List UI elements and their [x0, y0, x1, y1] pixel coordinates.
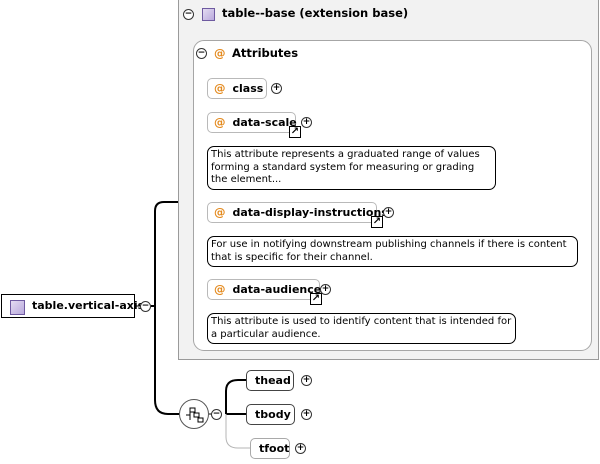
- sequence-compositor[interactable]: [179, 399, 209, 429]
- root-element-table-vertical-axis[interactable]: table.vertical-axis: [1, 294, 144, 318]
- attributes-collapse-button[interactable]: −: [196, 48, 207, 59]
- attribute-class[interactable]: @ class: [207, 78, 267, 99]
- attribute-icon: @: [214, 205, 226, 219]
- attribute-data-display-instructions[interactable]: @ data-display-instructions: [207, 202, 388, 223]
- child-element-tbody[interactable]: tbody: [246, 404, 295, 425]
- complex-type-icon: [10, 300, 25, 315]
- class-expand-button[interactable]: +: [271, 83, 282, 94]
- data-scale-expand-button[interactable]: +: [301, 117, 312, 128]
- attributes-group-title: Attributes: [232, 46, 299, 60]
- reference-link-icon[interactable]: ↗: [371, 216, 383, 228]
- attribute-group-icon: @: [214, 46, 226, 60]
- data-display-instructions-annotation: For use in notifying downstream publishi…: [207, 236, 578, 267]
- child-element-thead[interactable]: thead: [246, 370, 294, 391]
- tbody-expand-button[interactable]: +: [301, 409, 312, 420]
- thead-connector-line: [225, 379, 246, 414]
- reference-link-icon[interactable]: ↗: [289, 126, 301, 138]
- root-element-name: table.vertical-axis: [32, 299, 145, 312]
- data-display-instructions-expand-button[interactable]: +: [383, 207, 394, 218]
- attribute-icon: @: [214, 115, 226, 129]
- tfoot-expand-button[interactable]: +: [295, 443, 306, 454]
- attribute-data-scale[interactable]: @ data-scale: [207, 112, 297, 133]
- reference-link-icon[interactable]: ↗: [310, 293, 322, 305]
- attribute-name: data-scale: [232, 116, 297, 129]
- root-collapse-button[interactable]: −: [140, 301, 151, 312]
- extension-base-title: table--base (extension base): [222, 6, 409, 20]
- branch-connector-line: [154, 201, 179, 415]
- thead-expand-button[interactable]: +: [301, 375, 312, 386]
- attribute-data-audience[interactable]: @ data-audience: [207, 279, 322, 300]
- attribute-name: class: [232, 82, 264, 95]
- extension-collapse-button[interactable]: −: [183, 9, 194, 20]
- data-audience-expand-button[interactable]: +: [320, 284, 331, 295]
- complex-type-icon: [202, 8, 215, 21]
- data-scale-annotation: This attribute represents a graduated ra…: [207, 146, 496, 190]
- sequence-collapse-button[interactable]: −: [211, 409, 222, 420]
- data-audience-annotation: This attribute is used to identify conte…: [207, 313, 516, 344]
- tfoot-connector-line: [225, 414, 250, 449]
- attribute-name: data-audience: [232, 283, 322, 296]
- sequence-icon: [186, 407, 204, 423]
- attribute-name: data-display-instructions: [232, 206, 388, 219]
- attribute-icon: @: [214, 282, 226, 296]
- attribute-icon: @: [214, 81, 226, 95]
- child-element-tfoot[interactable]: tfoot: [250, 438, 290, 459]
